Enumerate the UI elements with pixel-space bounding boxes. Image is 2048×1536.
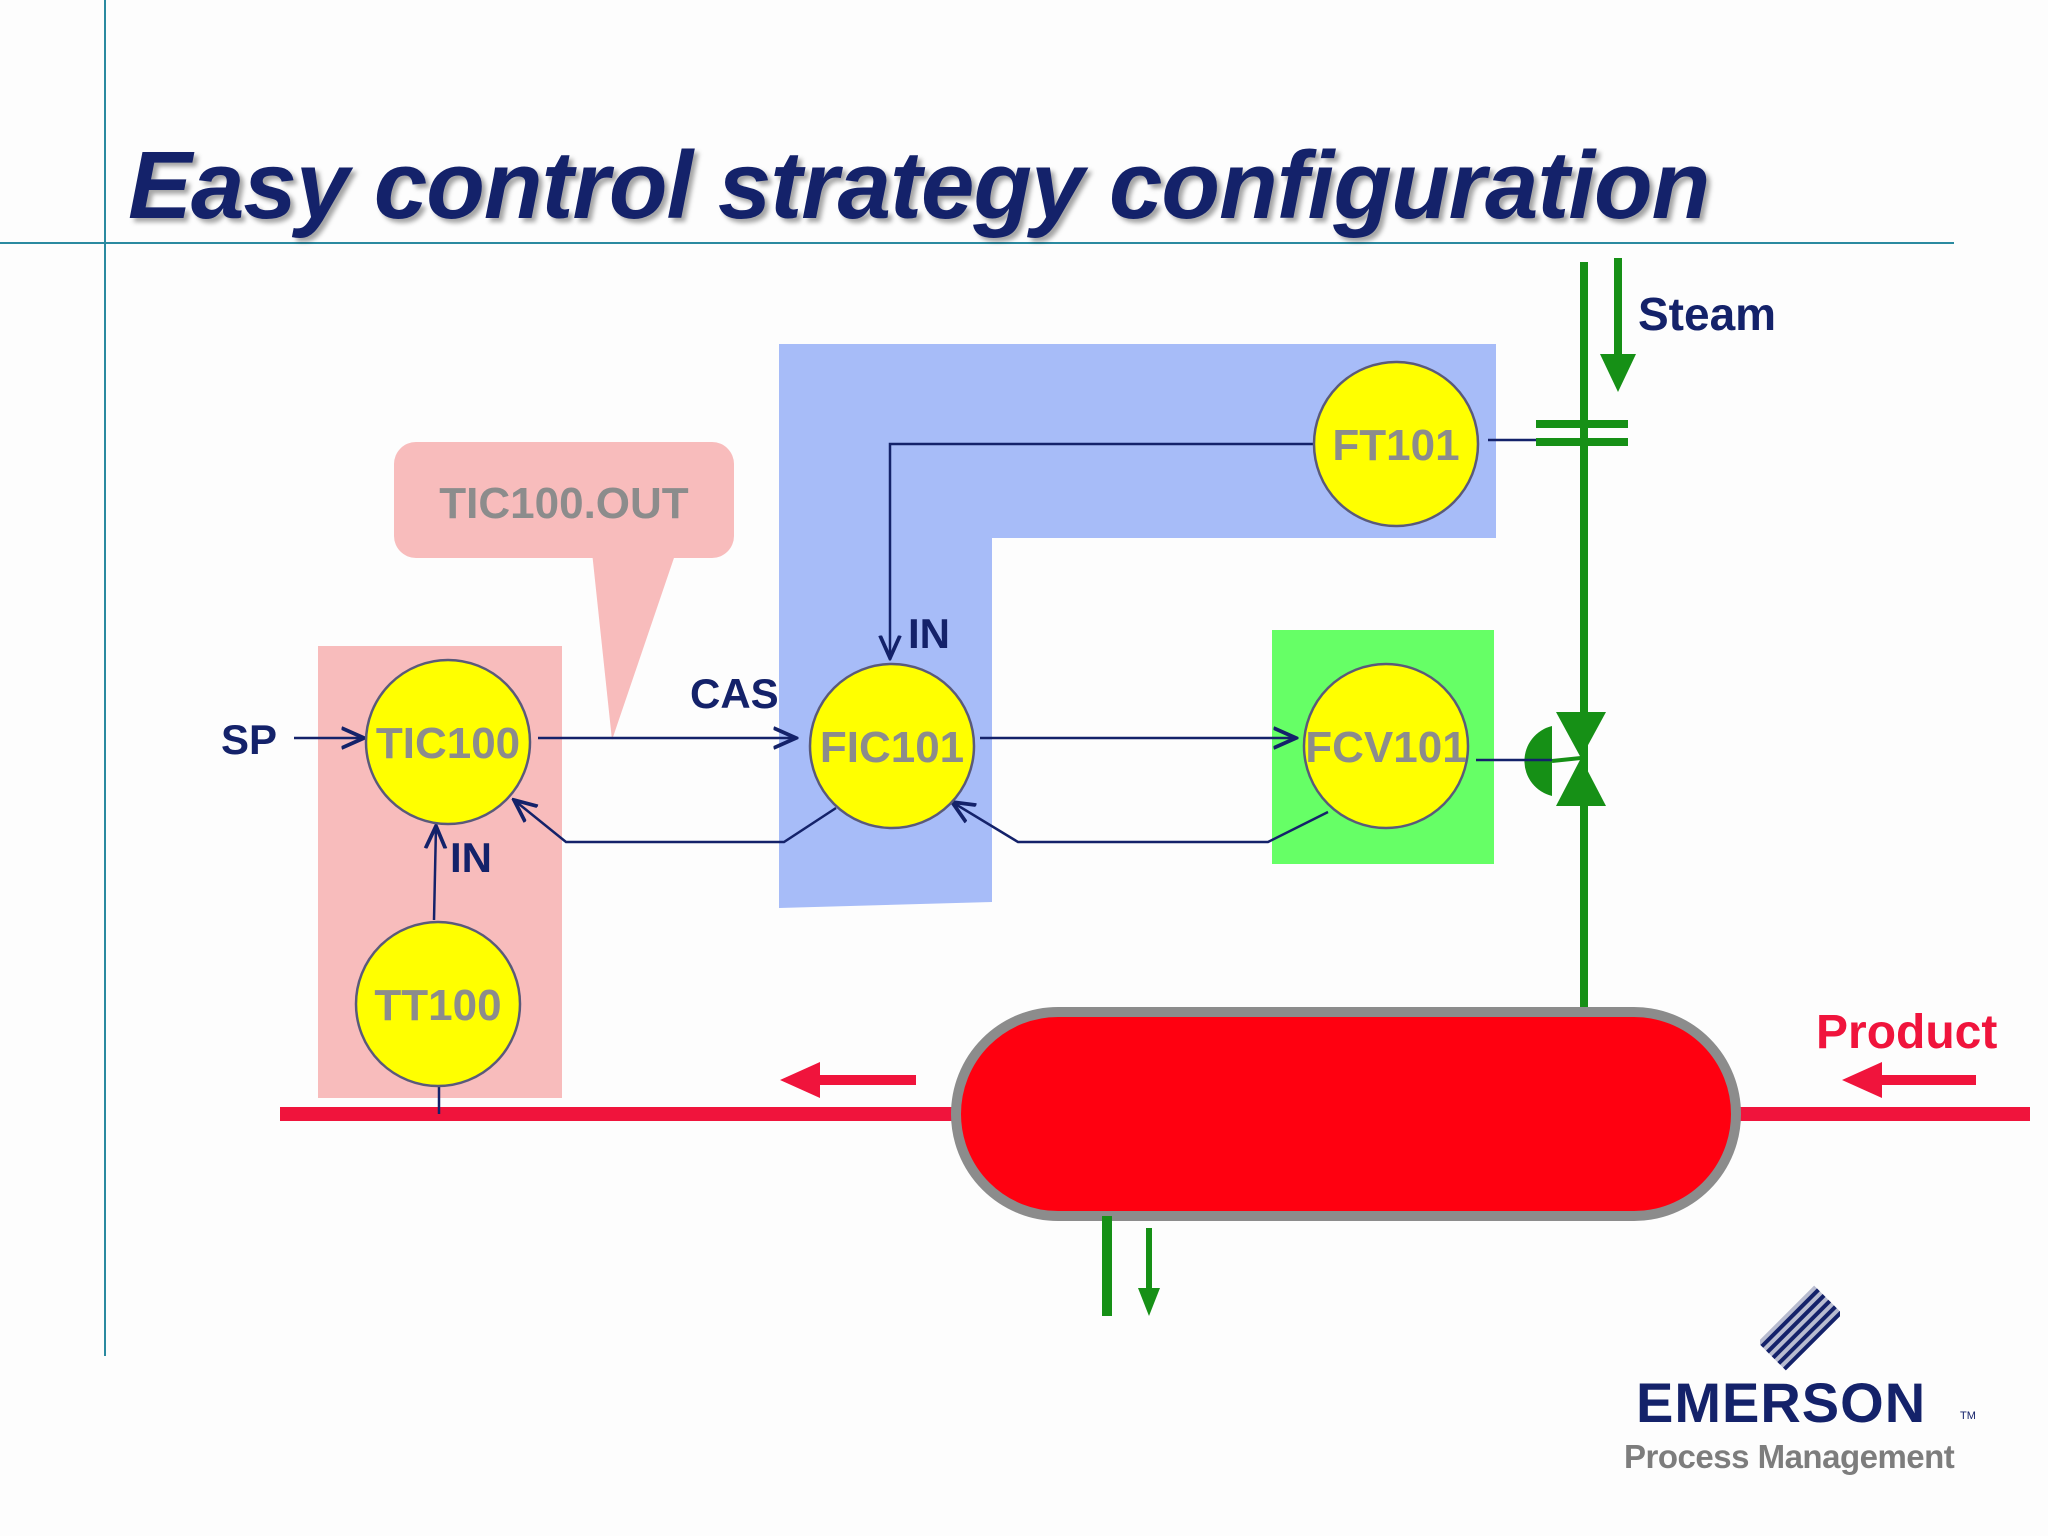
ft101-label: FT101 <box>1332 421 1459 470</box>
callout-text: TIC100.OUT <box>439 479 689 528</box>
emerson-wordmark: EMERSON <box>1636 1371 1927 1434</box>
trademark-symbol: TM <box>1960 1410 1976 1422</box>
control-valve-symbol <box>1476 712 1606 806</box>
fcv101-readback-signal <box>952 802 1329 844</box>
emerson-logo: EMERSON TM Process Management <box>1620 1280 1980 1480</box>
fic101-readback-signal <box>514 800 837 844</box>
condensate-outlet <box>1102 1216 1160 1316</box>
tic100-in-label: IN <box>450 834 492 881</box>
emerson-emblem-icon <box>1760 1285 1840 1371</box>
cas-label: CAS <box>690 670 779 717</box>
tt100-label: TT100 <box>374 981 501 1030</box>
steam-label: Steam <box>1638 288 1776 340</box>
fic101-label: FIC101 <box>820 723 964 772</box>
horizontal-guide-line <box>0 242 1954 244</box>
fcv101-label: FCV101 <box>1305 723 1466 772</box>
slide-title: Easy control strategy configuration <box>128 132 1710 239</box>
product-inlet-arrow <box>1842 1062 1976 1098</box>
tic100-node[interactable]: TIC100 <box>364 658 532 826</box>
fic101-node[interactable]: FIC101 <box>808 662 976 830</box>
vertical-guide-line <box>104 0 106 1356</box>
sp-label: SP <box>221 716 277 763</box>
steam-flow-arrow <box>1600 258 1636 392</box>
tic100-label: TIC100 <box>376 719 520 768</box>
product-outlet-arrow <box>780 1062 916 1098</box>
tt100-to-tic100-signal <box>434 826 436 921</box>
orifice-plate-symbol <box>1536 420 1628 446</box>
ft101-node[interactable]: FT101 <box>1312 360 1480 528</box>
ft101-to-fic101-signal <box>890 442 1316 658</box>
process-vessel <box>951 1007 1741 1221</box>
tt100-node[interactable]: TT100 <box>354 920 522 1088</box>
process-management-subtitle: Process Management <box>1624 1438 1955 1475</box>
tic100-out-callout <box>394 442 734 740</box>
product-label: Product <box>1816 1006 1997 1059</box>
fic101-in-label: IN <box>908 610 950 657</box>
fcv101-node[interactable]: FCV101 <box>1302 662 1470 830</box>
